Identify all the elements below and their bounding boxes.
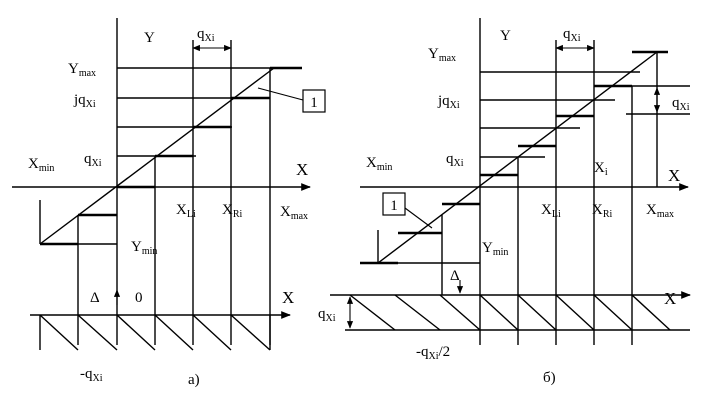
panel-b-q-right-label: qXi	[672, 95, 690, 113]
panel-a-q-top-label: qXi	[197, 26, 215, 44]
panel-b-xmax-label: Xmax	[646, 202, 674, 220]
panel-a-axis-y-label: Y	[144, 30, 155, 46]
panel-b-caption: б)	[543, 370, 556, 386]
panel-a-staircase	[40, 66, 302, 246]
panel-b-q-label: qXi	[446, 151, 464, 169]
panel-b-q-err-label: qXi	[318, 306, 336, 324]
panel-b: 1 Y X X Ymax jqXi qXi qXi qXi Xmin Xi XL…	[318, 18, 691, 386]
panel-a-caption: а)	[188, 372, 200, 388]
panel-a-xmin-label: Xmin	[28, 156, 54, 174]
panel-a-callout-box	[302, 89, 326, 113]
panel-a-delta-label: Δ	[90, 290, 100, 306]
panel-b-jq-label: jqXi	[437, 93, 460, 111]
panel-b-xri-label: XRi	[592, 202, 613, 220]
panel-a-xli-label: XLi	[176, 202, 196, 220]
panel-a-callout-label: 1	[310, 95, 318, 111]
panel-a-callout-leader	[257, 87, 304, 101]
panel-b-error-sawtooth	[349, 294, 671, 331]
panel-b-axis-x-label: X	[668, 166, 680, 185]
panel-b-ymin-label: Ymin	[482, 240, 508, 258]
panel-a: 1 Y X X Ymax jqXi qXi qXi Xmin XLi XRi X…	[12, 18, 326, 388]
panel-b-q-top-label: qXi	[563, 26, 581, 44]
panel-b-xli-label: XLi	[541, 202, 561, 220]
panel-a-xri-label: XRi	[222, 202, 243, 220]
panel-b-staircase	[360, 50, 668, 265]
panel-a-jq-label: jqXi	[73, 92, 96, 110]
panel-b-ymax-label: Ymax	[428, 46, 456, 64]
panel-a-xmax-label: Xmax	[280, 204, 308, 222]
panel-b-neghalf-label: -qXi/2	[416, 344, 450, 362]
panel-a-negq-label: -qXi	[80, 366, 103, 384]
panel-b-axis-y-label: Y	[500, 28, 511, 44]
panel-b-xi-label: Xi	[594, 160, 608, 178]
panel-b-callout-box	[382, 192, 406, 216]
panel-b-callout-leader	[404, 207, 433, 229]
panel-a-ymin-label: Ymin	[131, 239, 157, 257]
panel-a-axis-x-label: X	[296, 160, 308, 179]
panel-a-q-label: qXi	[84, 151, 102, 169]
panel-a-error-x-label: X	[282, 288, 294, 307]
panel-b-callout-label: 1	[390, 198, 398, 214]
panel-a-zero-label: 0	[135, 290, 143, 306]
panel-a-error-sawtooth	[39, 314, 271, 351]
panel-b-delta-label: Δ	[450, 268, 460, 284]
panel-a-ymax-label: Ymax	[68, 61, 96, 79]
panel-b-xmin-label: Xmin	[366, 155, 392, 173]
panel-b-error-x-label: X	[664, 289, 676, 308]
